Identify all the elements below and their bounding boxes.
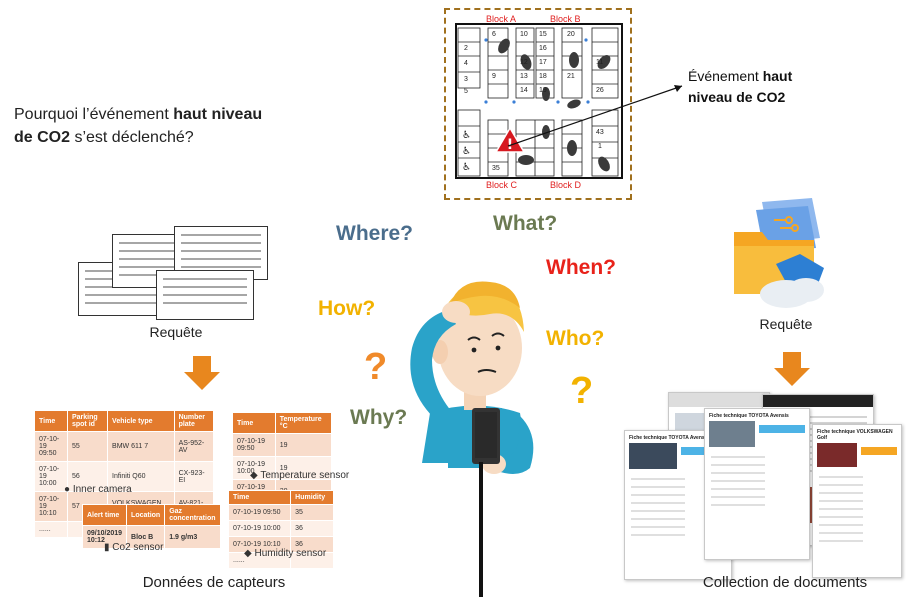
spot-number: 14: [520, 87, 528, 94]
spot-number: 11: [596, 59, 604, 66]
doc-title: Fiche technique TOYOTA Avensis: [629, 435, 709, 441]
where-question: Where?: [336, 222, 414, 245]
spot-number: 18: [539, 73, 547, 80]
block-b-label: Block B: [550, 14, 581, 24]
document-page: Fiche technique TOYOTA Avensis: [704, 408, 810, 560]
block-a-label: Block A: [486, 14, 517, 24]
question-text: Pourquoi l’événement haut niveau de CO2 …: [14, 103, 274, 149]
svg-text:♿: ♿: [462, 162, 471, 173]
right-down-arrow: [774, 352, 810, 386]
how-question: How?: [318, 297, 376, 320]
parking-map-drawing: ♿♿♿ !: [455, 23, 623, 179]
spot-number: 35: [492, 165, 500, 172]
doc-title: Fiche technique TOYOTA Avensis: [709, 413, 789, 419]
document-folder-icon: [734, 198, 824, 308]
camera-icon: ●: [64, 484, 71, 495]
thinking-person-illustration: [410, 281, 534, 597]
spot-number: 1: [598, 143, 602, 150]
spot-number: 20: [567, 31, 575, 38]
question-mark-right: ?: [570, 370, 594, 412]
question-prefix: Pourquoi l’événement: [14, 106, 174, 123]
humidity-icon: ◆: [244, 548, 252, 559]
question-bold: haut niveau de CO2: [14, 106, 263, 146]
event-label: Événement haut niveau de CO2: [688, 68, 793, 105]
spot-number: 5: [464, 88, 468, 95]
svg-text:♿: ♿: [462, 130, 471, 141]
sensor-data-caption: Données de capteurs: [142, 574, 286, 591]
doc-title: Fiche technique VOLKSWAGEN Golf: [817, 429, 893, 441]
what-question: What?: [493, 212, 558, 235]
block-c-label: Block C: [486, 180, 518, 190]
spot-number: 12: [520, 59, 528, 66]
inner-camera-caption: ● Inner camera: [64, 484, 132, 495]
spot-number: 16: [539, 45, 547, 52]
sensor-icon: ◆: [250, 470, 258, 481]
spot-number: 13: [520, 73, 528, 80]
spot-number: 21: [567, 73, 575, 80]
spot-number: 2: [464, 45, 468, 52]
co2-caption: ▮ Co2 sensor: [104, 542, 164, 553]
co2-table: Alert time Location Gaz concentration 09…: [81, 504, 221, 549]
spot-number: 26: [596, 87, 604, 94]
spot-number: 43: [596, 129, 604, 136]
left-request-label: Requête: [149, 324, 203, 340]
spot-number: 9: [492, 73, 496, 80]
when-question: When?: [546, 256, 616, 279]
result-sheet: [156, 270, 254, 320]
right-request-label: Requête: [759, 316, 813, 332]
left-down-arrow: [184, 356, 220, 390]
document-collection-caption: Collection de documents: [702, 574, 868, 591]
spot-number: 15: [539, 31, 547, 38]
temperature-caption: ◆ Temperature sensor: [250, 470, 350, 481]
spot-number: 10: [520, 31, 528, 38]
spot-number: 17: [539, 59, 547, 66]
block-d-label: Block D: [550, 180, 582, 190]
spot-number: 3: [464, 76, 468, 83]
spot-number: 4: [464, 60, 468, 67]
co2-sensor-icon: ▮: [104, 542, 110, 553]
question-mark-left: ?: [364, 346, 388, 388]
humidity-caption: ◆ Humidity sensor: [244, 548, 327, 559]
spot-number: 19: [539, 87, 547, 94]
why-question: Why?: [350, 406, 408, 429]
who-question: Who?: [546, 327, 605, 350]
spot-number: 6: [492, 31, 496, 38]
table-row: ......: [227, 552, 334, 569]
document-page: Fiche technique VOLKSWAGEN Golf: [812, 424, 902, 578]
question-suffix: s’est déclenché?: [70, 129, 194, 146]
svg-text:♿: ♿: [462, 146, 471, 157]
